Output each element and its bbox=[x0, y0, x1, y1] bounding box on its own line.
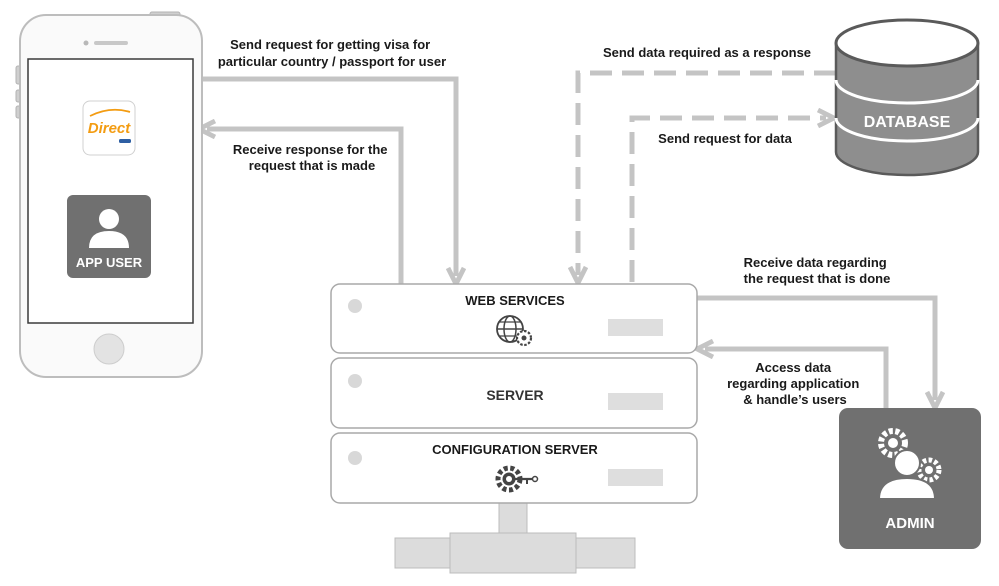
logo-text: Direct bbox=[88, 120, 132, 137]
server-tier-configuration: CONFIGURATION SERVER bbox=[330, 432, 698, 504]
direct-logo: Direct bbox=[82, 100, 136, 156]
database-label: DATABASE bbox=[864, 114, 951, 131]
arrow-db-request bbox=[629, 118, 826, 282]
arrow-send-visa-request bbox=[202, 76, 456, 276]
admin-label: ADMIN bbox=[885, 515, 934, 532]
server-tier-web-services: WEB SERVICES bbox=[330, 283, 698, 354]
server-stand bbox=[394, 501, 636, 574]
phone: Direct APP USER bbox=[15, 11, 203, 378]
label-access-data: Access data regarding application & hand… bbox=[727, 360, 863, 407]
server-label: SERVER bbox=[486, 387, 543, 403]
label-db-response: Send data required as a response bbox=[603, 45, 811, 60]
label-send-visa-request: Send request for getting visa for partic… bbox=[218, 37, 446, 69]
database-icon: DATABASE bbox=[834, 18, 980, 177]
web-services-label: WEB SERVICES bbox=[465, 293, 565, 308]
gear-key-icon bbox=[495, 465, 539, 493]
configuration-server-label: CONFIGURATION SERVER bbox=[432, 442, 598, 457]
admin-gears-icon bbox=[877, 428, 942, 500]
label-db-request: Send request for data bbox=[658, 131, 792, 146]
label-receive-response: Receive response for the request that is… bbox=[233, 142, 391, 173]
label-receive-admin-data: Receive data regarding the request that … bbox=[744, 255, 891, 286]
server-tier-server: SERVER bbox=[330, 357, 698, 429]
app-user-tile: APP USER bbox=[67, 195, 151, 278]
admin-tile: ADMIN bbox=[839, 408, 981, 549]
server-rack: WEB SERVICES SERVER CONFIGURATION SER bbox=[330, 283, 698, 574]
arrow-db-response bbox=[578, 70, 836, 275]
arrow-receive-response bbox=[207, 129, 404, 284]
globe-gear-icon bbox=[496, 315, 533, 347]
home-button-icon bbox=[93, 333, 125, 365]
arrow-receive-admin-data bbox=[697, 295, 935, 400]
arrow-access-data bbox=[705, 349, 889, 408]
user-silhouette-icon bbox=[89, 209, 129, 248]
app-user-label: APP USER bbox=[76, 255, 143, 270]
